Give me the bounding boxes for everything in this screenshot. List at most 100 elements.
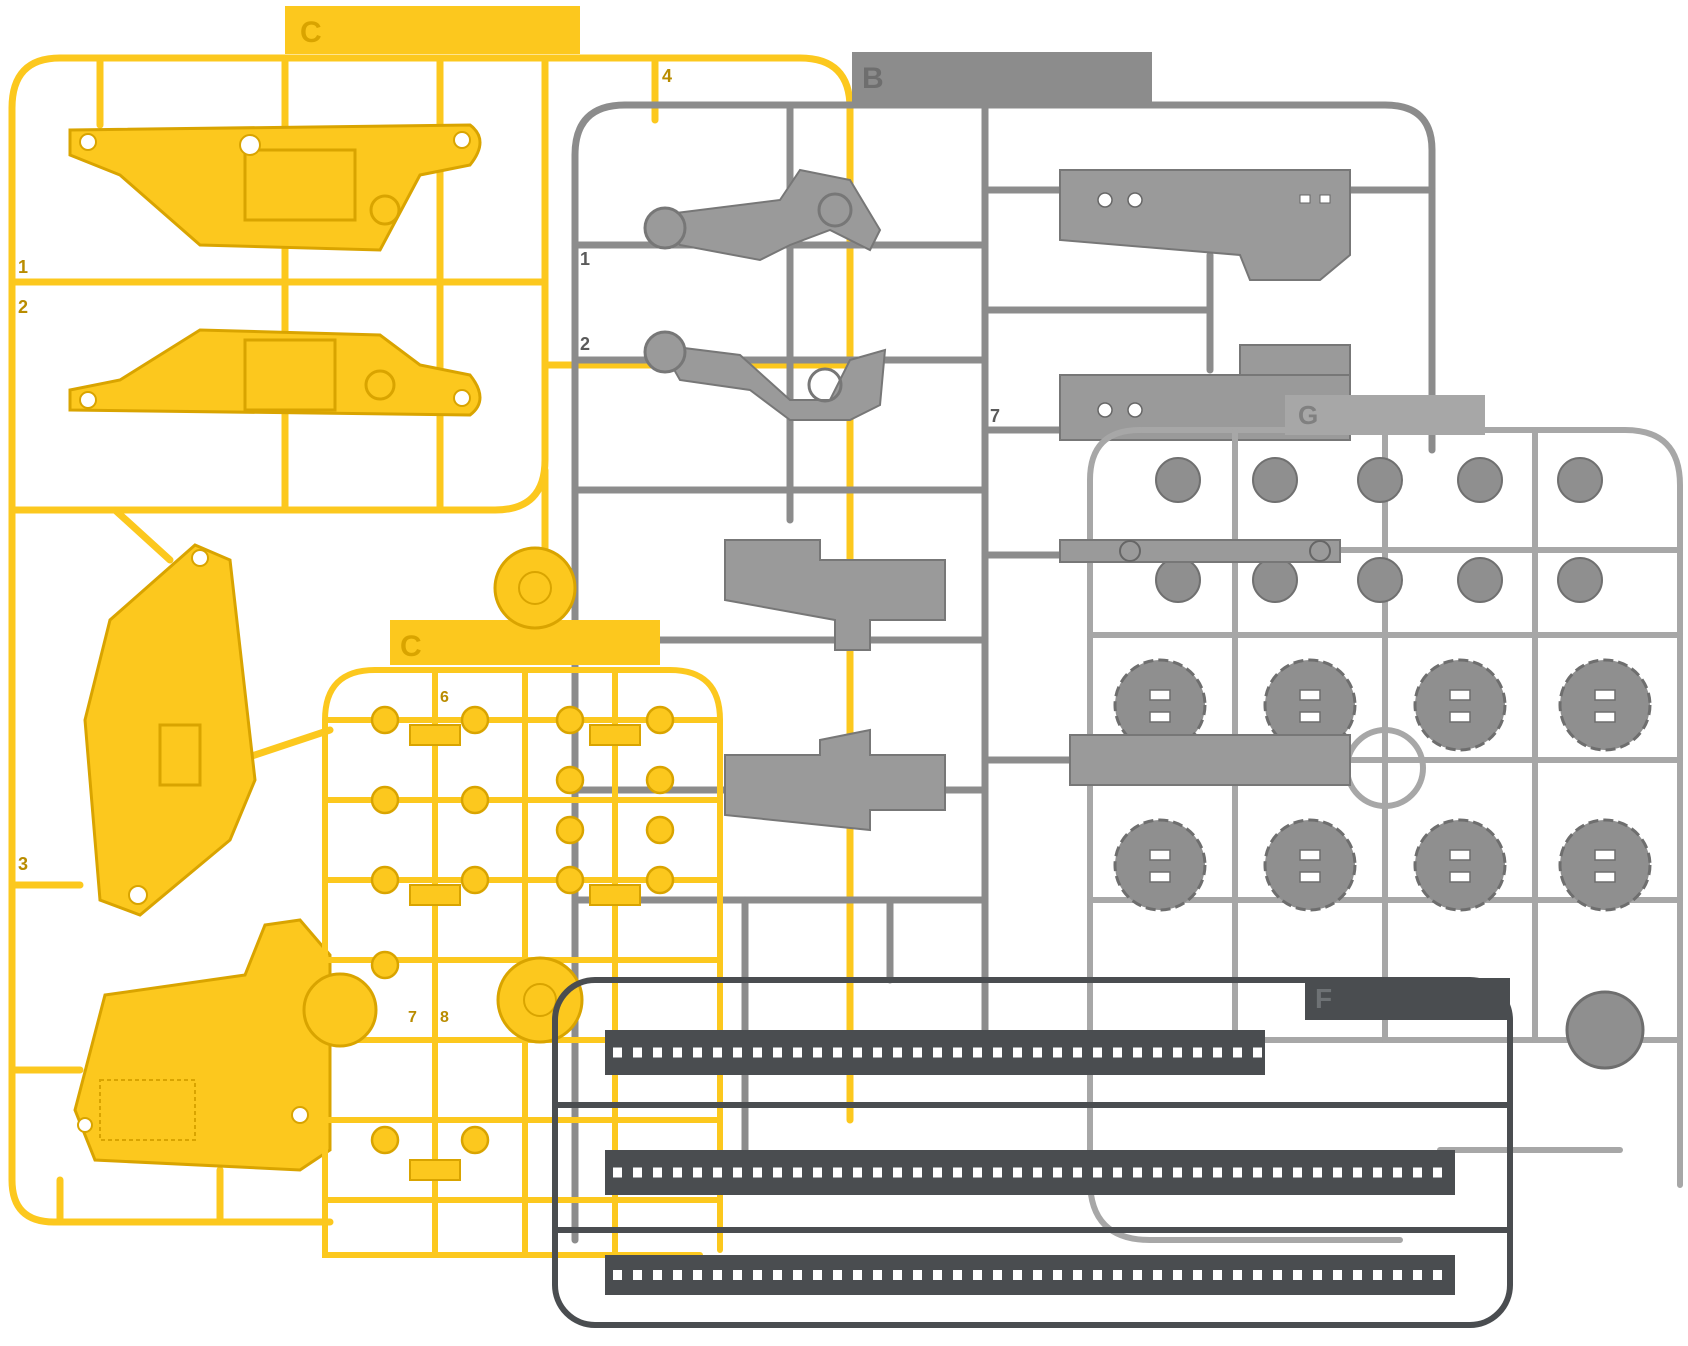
track-link-mark: [973, 1270, 982, 1280]
track-link-mark: [1313, 1167, 1322, 1178]
track-link-mark: [1373, 1167, 1382, 1178]
bracket-part: [724, 728, 946, 832]
track-link-mark: [1053, 1270, 1062, 1280]
sprue-c-small-number-8: 8: [440, 1009, 449, 1026]
sprue-c-large-tag: C: [300, 16, 322, 49]
track-link-mark: [813, 1270, 822, 1280]
track-link-mark: [813, 1047, 822, 1058]
sprue-c-number-2: 2: [18, 297, 28, 317]
track-link-mark: [1353, 1270, 1362, 1280]
sprocket-wheel-group: [1113, 658, 1652, 1070]
track-link-mark: [1073, 1167, 1082, 1178]
track-link-mark: [833, 1047, 842, 1058]
track-link-mark: [973, 1047, 982, 1058]
track-link-mark: [1253, 1167, 1262, 1178]
track-link-mark: [1093, 1270, 1102, 1280]
track-link-mark: [1213, 1270, 1222, 1280]
track-link-mark: [1373, 1270, 1382, 1280]
gearbox-plate-part: [1059, 169, 1351, 281]
track-link-mark: [1113, 1167, 1122, 1178]
track-link-mark: [1133, 1047, 1142, 1058]
track-link-mark: [893, 1270, 902, 1280]
track-link-mark: [633, 1047, 642, 1058]
track-link-mark: [953, 1167, 962, 1178]
track-link-mark: [1333, 1270, 1342, 1280]
track-link-mark: [713, 1270, 722, 1280]
track-link-mark: [853, 1047, 862, 1058]
linkage-arm-part: [643, 168, 882, 262]
track-link-mark: [1413, 1167, 1422, 1178]
track-link-mark: [1113, 1047, 1122, 1058]
sprue-b-tag: B: [862, 62, 884, 95]
axle-rod-part: [1059, 539, 1341, 563]
track-link-mark: [1013, 1167, 1022, 1178]
gear-housing-part: [302, 546, 584, 1048]
track-link-mark: [1293, 1167, 1302, 1178]
track-link-mark: [873, 1047, 882, 1058]
track-link-mark: [1193, 1047, 1202, 1058]
track-link-mark: [1253, 1047, 1262, 1058]
sprue-c-large: C 4 1 2 3: [8, 6, 854, 1226]
track-link-mark: [773, 1167, 782, 1178]
sprue-c-small-tag: C: [400, 630, 422, 663]
sprue-c-small-number-6: 6: [440, 689, 449, 706]
track-link-mark: [1413, 1270, 1422, 1280]
track-link-mark: [1073, 1047, 1082, 1058]
sprue-b-number-7: 7: [990, 406, 1000, 426]
sprue-b-number-1: 1: [580, 249, 590, 269]
sprue-c-number-1: 1: [18, 257, 28, 277]
track-link-mark: [1133, 1270, 1142, 1280]
track-link-mark: [1173, 1047, 1182, 1058]
track-link-mark: [673, 1047, 682, 1058]
track-link-mark: [653, 1047, 662, 1058]
track-link-mark: [1093, 1167, 1102, 1178]
track-link-mark: [1193, 1270, 1202, 1280]
track-link-mark: [833, 1167, 842, 1178]
track-link-mark: [773, 1270, 782, 1280]
track-link-mark: [733, 1047, 742, 1058]
track-link-mark: [1233, 1047, 1242, 1058]
track-link-mark: [1153, 1270, 1162, 1280]
track-link-mark: [873, 1270, 882, 1280]
track-link-mark: [733, 1270, 742, 1280]
track-link-mark: [1233, 1167, 1242, 1178]
sprocket-hub-marks: [1149, 689, 1616, 883]
track-link-marks: [613, 1047, 1442, 1280]
track-link-mark: [713, 1047, 722, 1058]
track-link-mark: [693, 1270, 702, 1280]
track-link-mark: [1193, 1167, 1202, 1178]
motor-mount-part: [1069, 734, 1351, 786]
track-link-mark: [933, 1047, 942, 1058]
hull-side-part: [83, 543, 257, 917]
track-link-mark: [953, 1047, 962, 1058]
track-link-mark: [913, 1270, 922, 1280]
track-link-strip: [605, 1255, 1455, 1295]
track-link-mark: [693, 1047, 702, 1058]
track-link-mark: [1013, 1270, 1022, 1280]
track-link-mark: [753, 1167, 762, 1178]
track-link-mark: [1313, 1270, 1322, 1280]
track-link-mark: [993, 1047, 1002, 1058]
track-link-mark: [1093, 1047, 1102, 1058]
gearbox-plate-part: [1059, 344, 1351, 441]
sprue-g-tag: G: [1298, 400, 1318, 430]
track-link-mark: [1053, 1167, 1062, 1178]
track-link-mark: [973, 1167, 982, 1178]
sprue-c-number-3: 3: [18, 854, 28, 874]
track-link-mark: [1153, 1047, 1162, 1058]
track-link-mark: [1053, 1047, 1062, 1058]
track-link-mark: [1233, 1270, 1242, 1280]
track-link-mark: [1153, 1167, 1162, 1178]
track-link-mark: [673, 1270, 682, 1280]
track-link-mark: [793, 1047, 802, 1058]
track-link-mark: [953, 1270, 962, 1280]
track-link-mark: [853, 1270, 862, 1280]
sprue-f-tag: F: [1315, 983, 1332, 1014]
hull-side-part: [68, 328, 482, 417]
track-link-mark: [1433, 1167, 1442, 1178]
sprue-c-number-4: 4: [662, 66, 672, 86]
track-link-mark: [1353, 1167, 1362, 1178]
track-link-mark: [793, 1270, 802, 1280]
track-link-mark: [753, 1270, 762, 1280]
